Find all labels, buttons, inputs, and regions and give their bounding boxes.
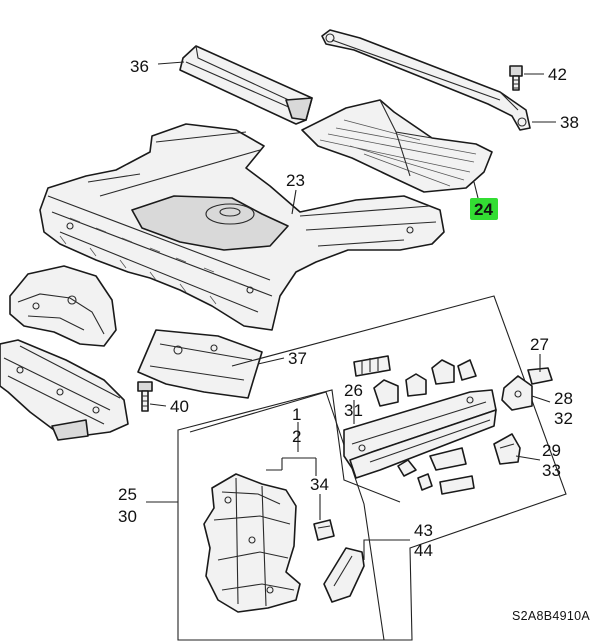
callout-44: 44 (414, 541, 433, 560)
callout-29: 29 (542, 441, 561, 460)
callout-27: 27 (530, 335, 549, 354)
diagram-code: S2A8B4910A (512, 609, 590, 623)
leader-lines (146, 61, 556, 560)
callout-30: 30 (118, 507, 137, 526)
part-left-frame-member[interactable] (0, 339, 129, 441)
part-38-rear-rail[interactable] (321, 29, 531, 131)
part-23-floor-assembly[interactable] (39, 123, 445, 331)
part-37-under-panel[interactable] (137, 329, 263, 399)
callout-36: 36 (130, 57, 149, 76)
callout-33: 33 (542, 461, 561, 480)
callout-24: 24 (474, 200, 493, 219)
part-28-bracket[interactable] (501, 375, 533, 411)
callout-25: 25 (118, 485, 137, 504)
bolt-42-icon (509, 65, 523, 91)
callout-34: 34 (310, 475, 329, 494)
clip-34-icon (313, 519, 335, 541)
callout-1: 1 (292, 405, 301, 424)
callout-40: 40 (170, 397, 189, 416)
callout-26: 26 (344, 381, 363, 400)
part-wheelhouse-panel[interactable] (9, 265, 117, 347)
part-1-pillar-assembly[interactable] (203, 473, 301, 613)
part-24-rear-floor-pan[interactable] (301, 99, 493, 193)
callout-28: 28 (554, 389, 573, 408)
callout-23: 23 (286, 171, 305, 190)
part-29-bracket[interactable] (493, 433, 521, 465)
bolt-40-icon (137, 381, 153, 412)
callout-2: 2 (292, 427, 301, 446)
clip-cluster (353, 355, 477, 495)
callout-37: 37 (288, 349, 307, 368)
callout-32: 32 (554, 409, 573, 428)
callout-38: 38 (560, 113, 579, 132)
callout-31: 31 (344, 401, 363, 420)
part-26-side-sill[interactable] (343, 389, 497, 479)
part-36-crossmember[interactable] (179, 45, 313, 125)
grommet-27-icon (527, 367, 553, 385)
callout-24-highlight (470, 198, 498, 220)
part-43-lower-bracket[interactable] (323, 547, 365, 603)
callout-43: 43 (414, 521, 433, 540)
callout-42: 42 (548, 65, 567, 84)
